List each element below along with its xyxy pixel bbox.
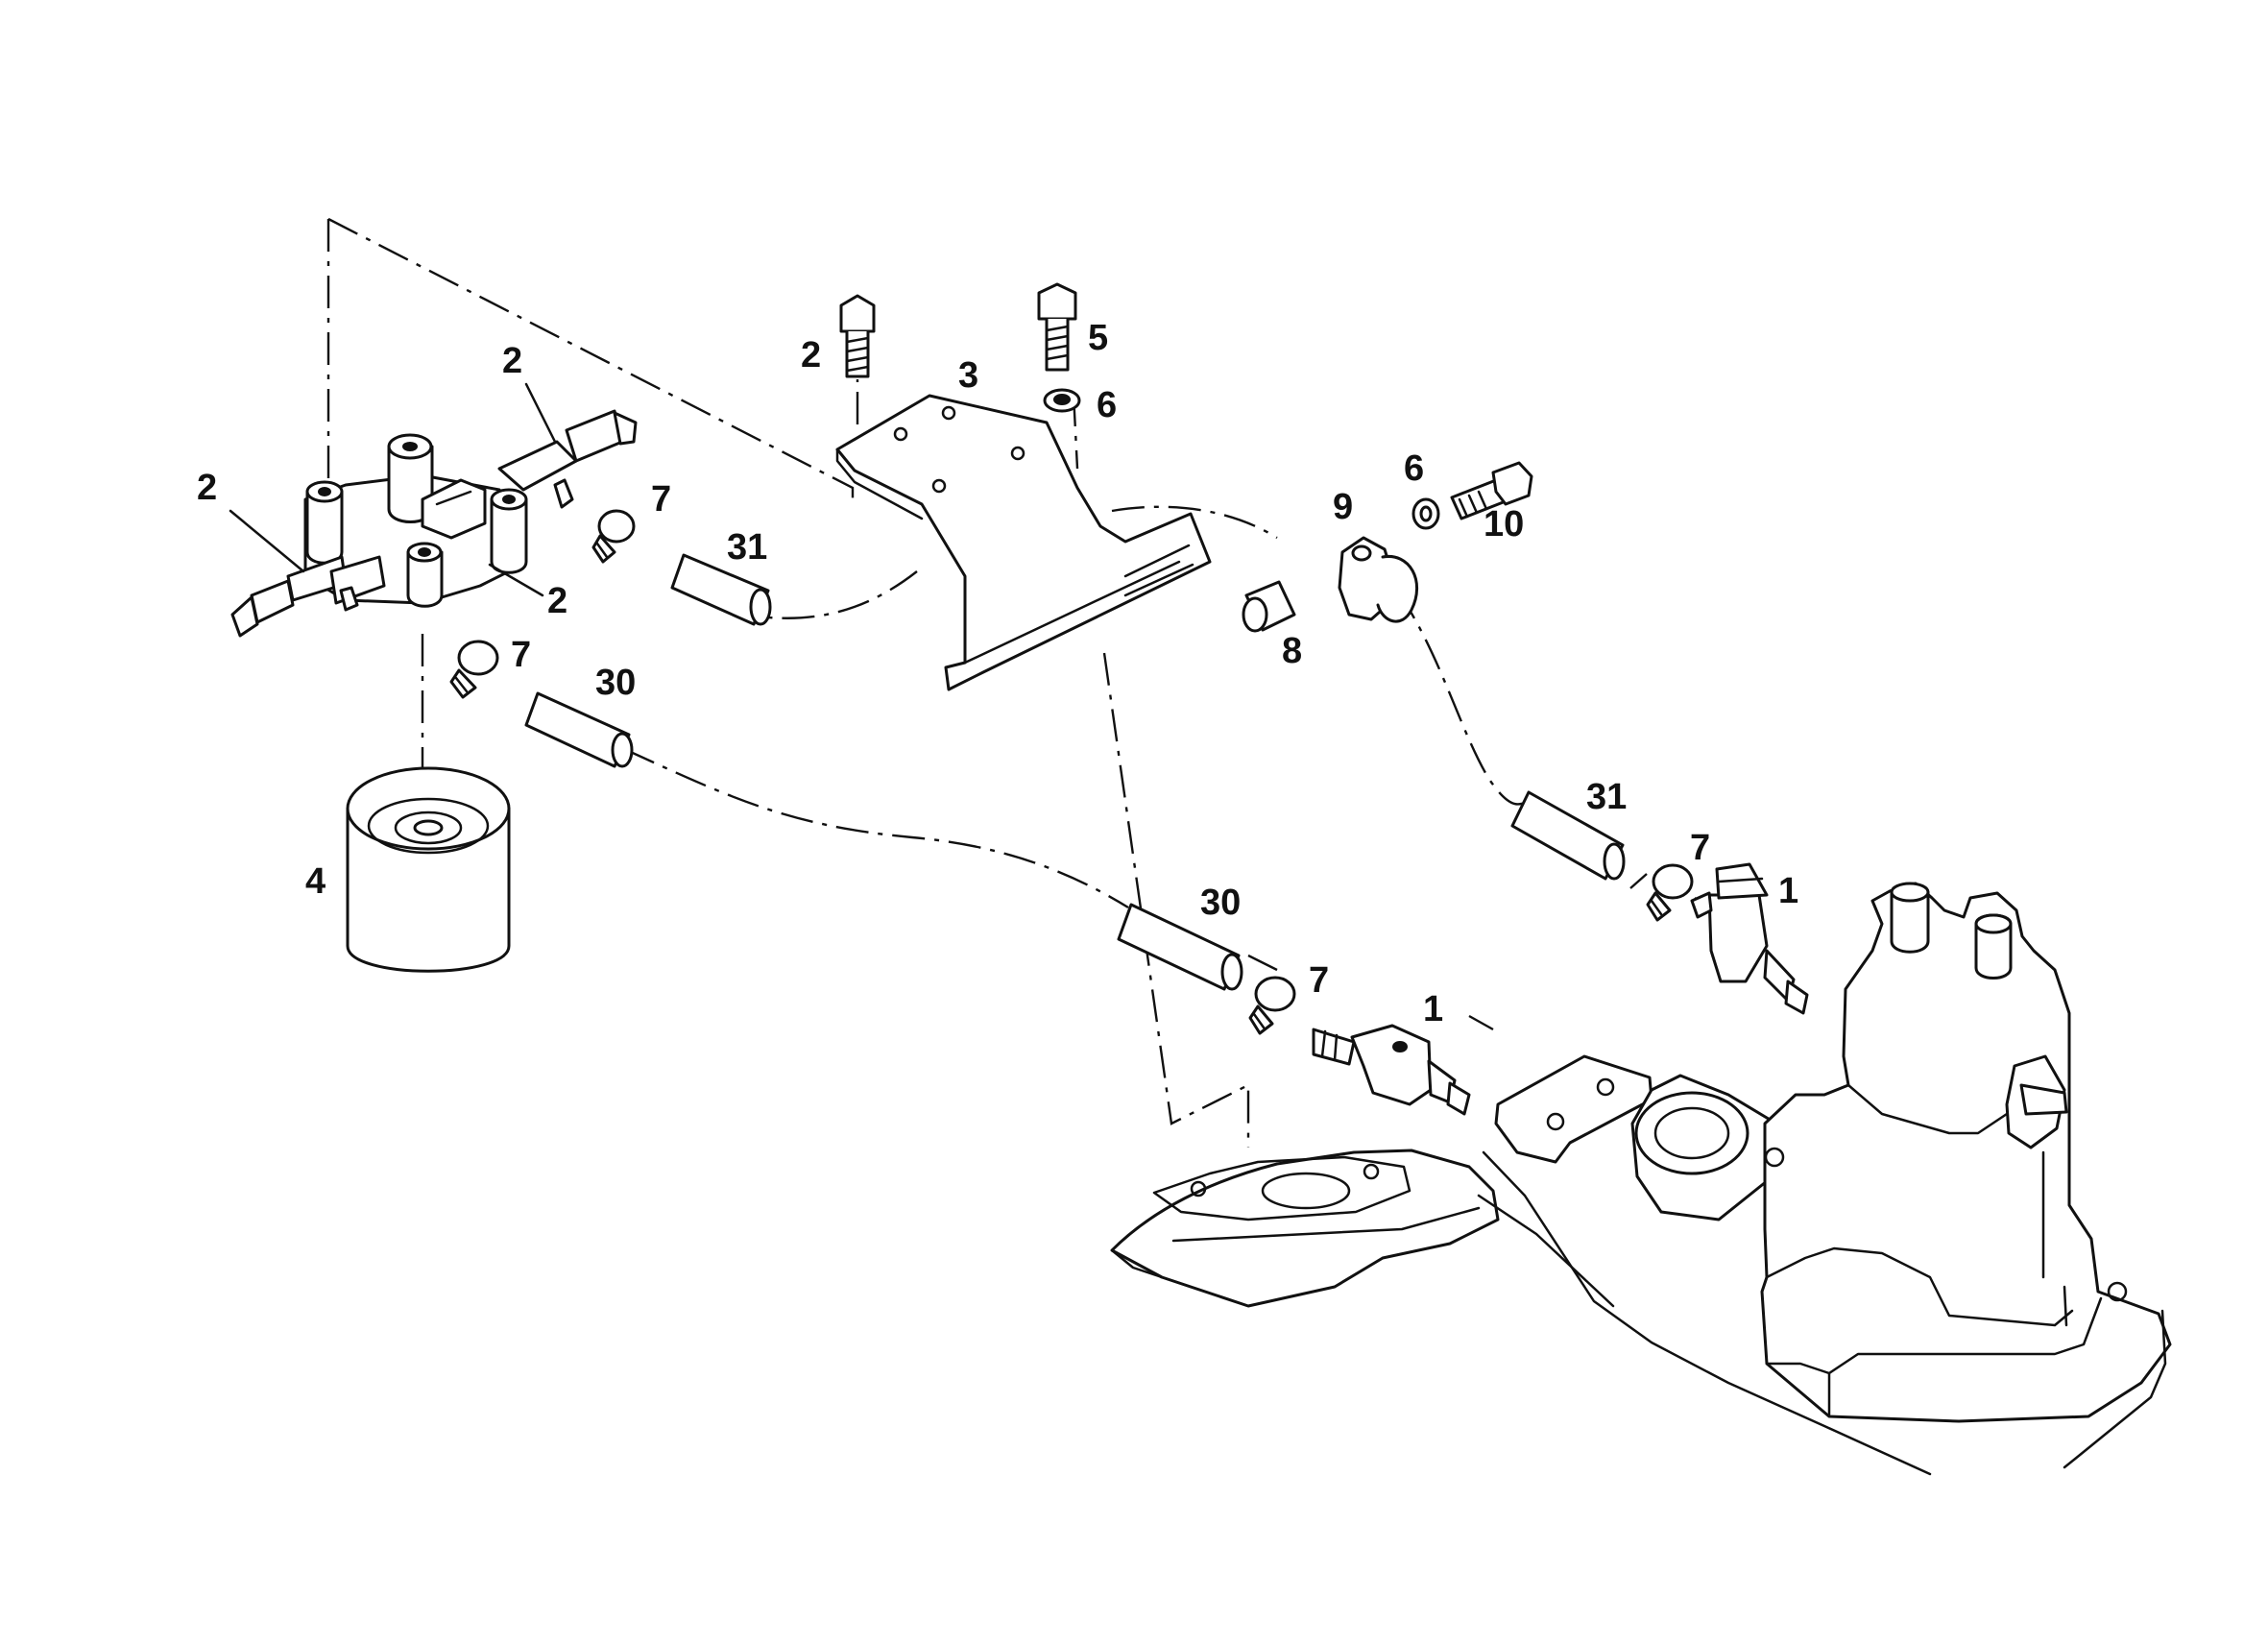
bolt-5 (1037, 282, 1077, 372)
spacer-8 (1242, 580, 1296, 633)
hose-clamp-7-b (449, 640, 499, 699)
callout-labels: 2 2 2 2 3 5 6 6 7 7 7 7 31 31 30 30 9 10… (197, 318, 1798, 1029)
callout-10: 10 (1484, 504, 1524, 544)
hose-30-lower (1117, 903, 1243, 991)
bracket-3 (835, 394, 1212, 691)
washer-6-top (1043, 388, 1081, 413)
callout-7-b: 7 (511, 635, 531, 675)
callout-2-left: 2 (197, 468, 217, 508)
callout-2-top: 2 (502, 341, 522, 381)
callout-1-b: 1 (1778, 871, 1798, 911)
fitting-1-upper (1690, 862, 1809, 1015)
callout-7-d: 7 (1690, 828, 1710, 868)
hose-clamp-7-a (591, 509, 636, 564)
hose-clamp-7-c (1248, 976, 1296, 1035)
callout-4: 4 (305, 861, 326, 902)
callout-6-right: 6 (1404, 448, 1424, 489)
callout-7-a: 7 (651, 479, 671, 520)
assembly-lines (326, 217, 1729, 1148)
filter-head-assembly (230, 409, 638, 638)
hose-30-upper (524, 691, 634, 768)
callout-31-a: 31 (727, 527, 767, 568)
callout-7-c: 7 (1309, 960, 1329, 1001)
engine-block (1110, 882, 2172, 1476)
callout-1-a: 1 (1423, 989, 1443, 1029)
bolt-10 (1450, 461, 1533, 520)
callout-31-b: 31 (1586, 777, 1627, 817)
hose-31-upper (670, 553, 772, 626)
callout-2-bolt: 2 (801, 335, 821, 375)
callout-5: 5 (1088, 318, 1108, 358)
callout-8: 8 (1282, 631, 1302, 671)
bolt-2 (839, 294, 876, 378)
callout-30-b: 30 (1200, 883, 1241, 923)
fitting-1-lower (1312, 1024, 1471, 1116)
callout-3: 3 (958, 355, 978, 396)
callout-9: 9 (1333, 487, 1353, 527)
washer-6-right (1411, 497, 1440, 530)
callout-6-top: 6 (1097, 385, 1117, 425)
clip-9 (1338, 536, 1418, 623)
hose-31-lower (1510, 790, 1626, 881)
callout-30-a: 30 (595, 663, 636, 703)
filter-cartridge-4 (346, 766, 511, 973)
callout-2-mid: 2 (547, 581, 567, 621)
hose-clamp-7-d (1646, 863, 1694, 922)
